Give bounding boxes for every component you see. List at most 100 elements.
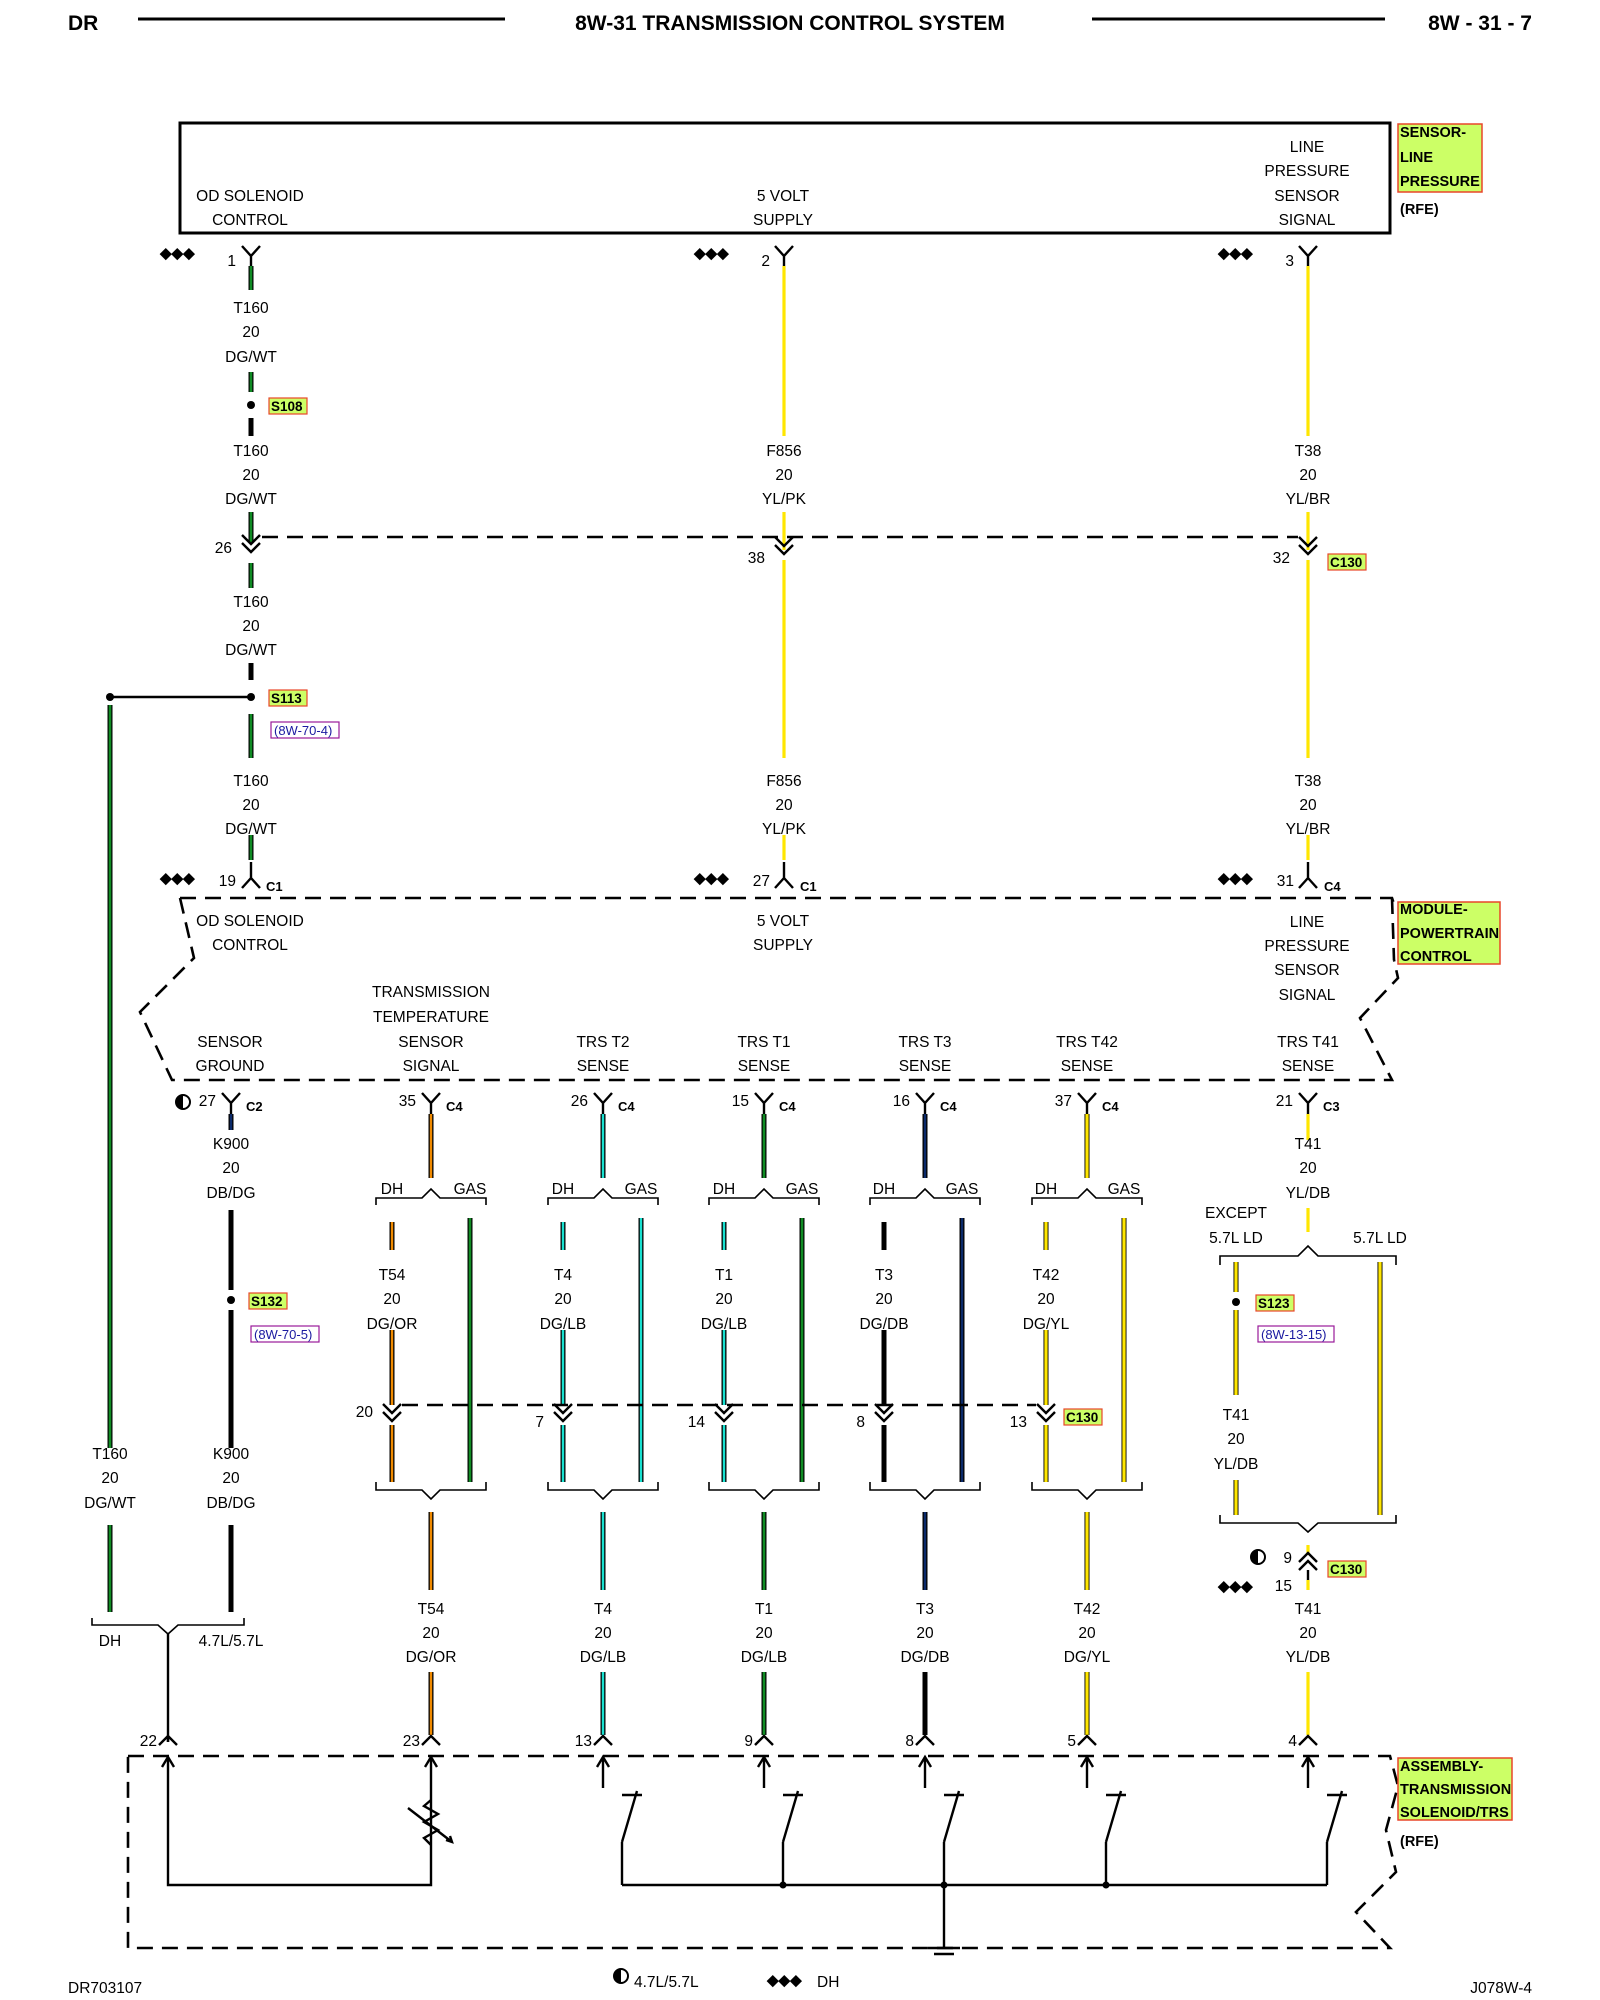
svg-text:T1: T1 <box>715 1267 733 1284</box>
svg-text:C4: C4 <box>1324 879 1341 894</box>
svg-text:T38: T38 <box>1295 443 1322 460</box>
svg-text:20: 20 <box>775 797 793 814</box>
svg-text:20: 20 <box>242 618 260 635</box>
svg-text:DG/WT: DG/WT <box>225 642 277 659</box>
footer-ref: J078W-4 <box>1470 1980 1532 1997</box>
splice-s113: S113 (8W-70-4) <box>106 689 340 739</box>
svg-text:CONTROL: CONTROL <box>212 937 288 954</box>
page-number: 8W - 31 - 7 <box>1428 12 1532 35</box>
svg-text:T41: T41 <box>1295 1136 1322 1153</box>
svg-text:POWERTRAIN: POWERTRAIN <box>1400 926 1499 942</box>
svg-text:GAS: GAS <box>786 1181 819 1198</box>
svg-text:SIGNAL: SIGNAL <box>1279 212 1336 229</box>
svg-text:CONTROL: CONTROL <box>1400 949 1472 965</box>
svg-text:SENSOR: SENSOR <box>197 1034 262 1051</box>
svg-text:◆◆◆: ◆◆◆ <box>693 245 729 262</box>
svg-text:DB/DG: DB/DG <box>206 1495 255 1512</box>
svg-text:T160: T160 <box>92 1446 128 1463</box>
svg-text:20: 20 <box>875 1291 893 1308</box>
svg-text:TRS T41: TRS T41 <box>1277 1034 1339 1051</box>
svg-text:T54: T54 <box>418 1601 445 1618</box>
svg-text:DG/LB: DG/LB <box>741 1649 788 1666</box>
svg-text:T1: T1 <box>755 1601 773 1618</box>
svg-text:20: 20 <box>916 1625 934 1642</box>
svg-text:C1: C1 <box>266 879 283 894</box>
svg-text:C4: C4 <box>1102 1099 1119 1114</box>
pcm-upper-connectors: 19 C1 27 C1 31 C4 ◆◆◆ ◆◆◆ ◆◆◆ <box>159 862 1341 894</box>
svg-text:DG/YL: DG/YL <box>1064 1649 1111 1666</box>
svg-text:GAS: GAS <box>1108 1181 1141 1198</box>
svg-text:K900: K900 <box>213 1446 250 1463</box>
svg-text:YL/DB: YL/DB <box>1286 1185 1331 1202</box>
svg-text:◆◆◆: ◆◆◆ <box>693 870 729 887</box>
svg-text:20: 20 <box>242 797 260 814</box>
svg-text:T3: T3 <box>875 1267 893 1284</box>
wire-t41: T41 20 YL/DB EXCEPT 5.7L LD 5.7L LD T41 … <box>1205 1114 1407 1735</box>
wire-t38-upper: T38 20 YL/BR T38 20 YL/BR <box>1286 266 1330 860</box>
svg-text:14: 14 <box>688 1414 706 1431</box>
assembly-connector-pins: 22 23 13 9 8 5 4 <box>140 1733 1318 1750</box>
svg-text:20: 20 <box>594 1625 612 1642</box>
sensor-pin-labels: OD SOLENOID CONTROL 5 VOLT SUPPLY LINE P… <box>196 139 1349 229</box>
connector-c130-upper: 26 38 32 C130 <box>215 534 1367 571</box>
svg-text:SENSE: SENSE <box>577 1058 630 1075</box>
svg-text:T42: T42 <box>1074 1601 1101 1618</box>
svg-text:TRANSMISSION: TRANSMISSION <box>372 984 490 1001</box>
svg-text:15: 15 <box>732 1093 749 1110</box>
svg-text:C4: C4 <box>779 1099 796 1114</box>
svg-text:(8W-70-5): (8W-70-5) <box>254 1327 312 1342</box>
wire-t3: DH GAS T3 20 DG/DB T3 20 DG/DB <box>859 1114 981 1735</box>
svg-text:5.7L LD: 5.7L LD <box>1209 1230 1263 1247</box>
svg-text:YL/PK: YL/PK <box>762 491 807 508</box>
wire-t1: DH GAS T1 20 DG/LB T1 20 DG/LB <box>701 1114 820 1735</box>
svg-text:DB/DG: DB/DG <box>206 1185 255 1202</box>
svg-text:20: 20 <box>1037 1291 1055 1308</box>
svg-text:DH: DH <box>817 1974 839 1991</box>
svg-text:5.7L LD: 5.7L LD <box>1353 1230 1407 1247</box>
svg-text:13: 13 <box>1010 1414 1027 1431</box>
variant-brace-ground: DH 4.7L/5.7L <box>91 1618 264 1742</box>
svg-text:20: 20 <box>775 467 793 484</box>
svg-text:20: 20 <box>383 1291 401 1308</box>
svg-text:SOLENOID/TRS: SOLENOID/TRS <box>1400 1805 1509 1821</box>
svg-text:SENSE: SENSE <box>1061 1058 1114 1075</box>
svg-text:SENSE: SENSE <box>738 1058 791 1075</box>
svg-text:TRS T2: TRS T2 <box>576 1034 629 1051</box>
svg-text:T160: T160 <box>233 594 269 611</box>
svg-text:32: 32 <box>1273 550 1290 567</box>
svg-text:CONTROL: CONTROL <box>212 212 288 229</box>
svg-text:20: 20 <box>222 1160 240 1177</box>
svg-text:TRANSMISSION: TRANSMISSION <box>1400 1782 1511 1798</box>
svg-text:T41: T41 <box>1295 1601 1322 1618</box>
svg-text:S132: S132 <box>251 1294 283 1309</box>
svg-text:20: 20 <box>356 1404 374 1421</box>
svg-text:SENSOR: SENSOR <box>398 1034 463 1051</box>
svg-text:F856: F856 <box>766 443 801 460</box>
svg-text:DG/LB: DG/LB <box>701 1316 748 1333</box>
svg-text:9: 9 <box>1283 1550 1292 1567</box>
svg-text:MODULE-: MODULE- <box>1400 902 1468 918</box>
svg-text:SENSE: SENSE <box>899 1058 952 1075</box>
assembly-internals <box>160 1754 1347 1956</box>
svg-text:9: 9 <box>744 1733 753 1750</box>
svg-text:35: 35 <box>399 1093 416 1110</box>
svg-text:GAS: GAS <box>454 1181 487 1198</box>
wire-t160-left: T160 20 DG/WT <box>84 705 136 1612</box>
svg-text:DG/OR: DG/OR <box>367 1316 418 1333</box>
svg-text:19: 19 <box>219 873 236 890</box>
svg-text:20: 20 <box>1299 1160 1317 1177</box>
svg-text:LINE: LINE <box>1400 150 1433 166</box>
svg-text:20: 20 <box>1299 1625 1317 1642</box>
svg-text:20: 20 <box>222 1470 240 1487</box>
assembly-outline <box>126 1754 1400 1950</box>
svg-text:26: 26 <box>215 540 232 557</box>
svg-text:20: 20 <box>1227 1431 1245 1448</box>
svg-text:T160: T160 <box>233 300 269 317</box>
wire-f856-upper: F856 20 YL/PK F856 20 YL/PK <box>762 266 807 860</box>
svg-text:YL/DB: YL/DB <box>1286 1649 1331 1666</box>
page-title: 8W-31 TRANSMISSION CONTROL SYSTEM <box>575 12 1005 35</box>
svg-text:SENSE: SENSE <box>1282 1058 1335 1075</box>
svg-text:◆◆◆: ◆◆◆ <box>159 870 195 887</box>
svg-text:PRESSURE: PRESSURE <box>1264 938 1349 955</box>
pcm-label: MODULE- POWERTRAIN CONTROL <box>1397 901 1501 965</box>
